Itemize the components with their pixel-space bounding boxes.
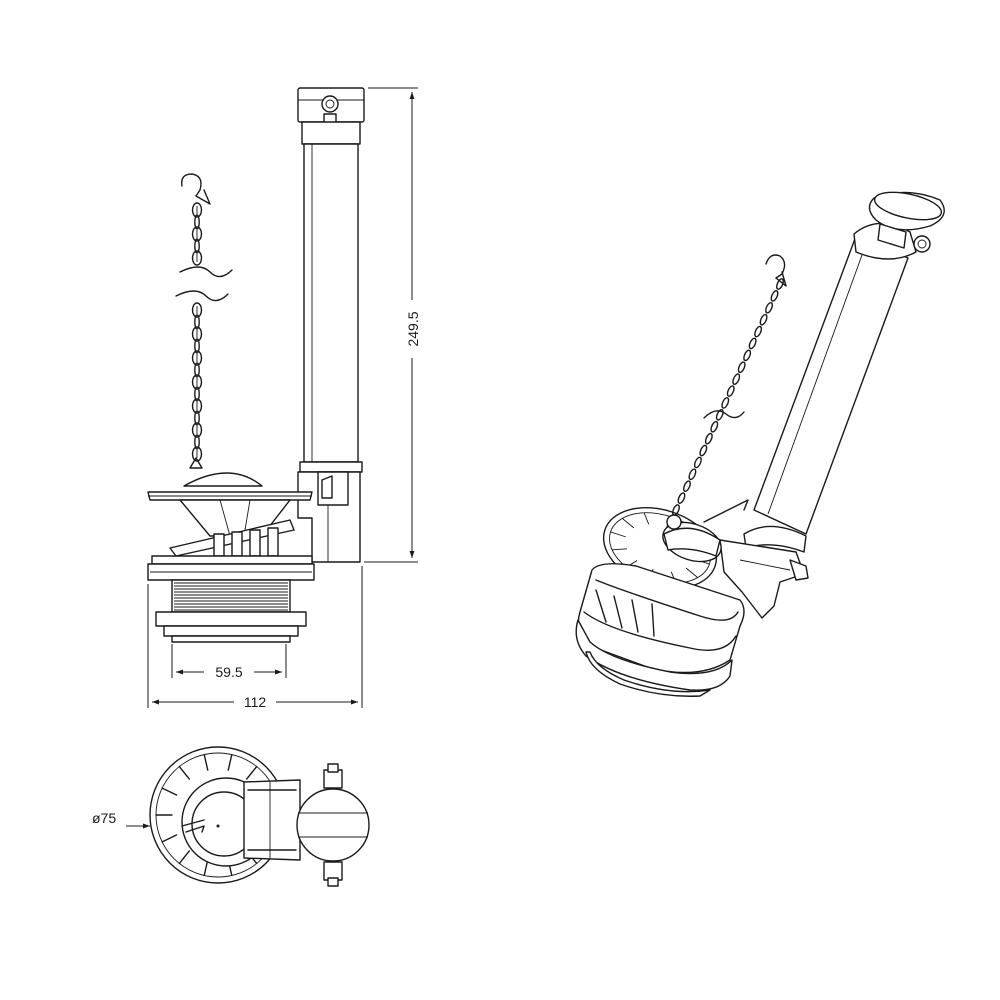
outlet-width-dimension: 59.5 bbox=[171, 644, 287, 680]
lock-nut bbox=[155, 611, 307, 643]
iso-bracket bbox=[703, 499, 809, 619]
iso-chain bbox=[672, 254, 787, 516]
outlet-width-label: 59.5 bbox=[215, 664, 242, 680]
valve-flange bbox=[147, 555, 315, 581]
iso-overflow-tube bbox=[743, 191, 945, 553]
overall-width-dimension: 112 bbox=[147, 566, 363, 710]
front-elevation-view: 249.5 59.5 112 bbox=[147, 87, 421, 710]
tube-cap-plan bbox=[296, 788, 370, 862]
iso-valve-body bbox=[575, 563, 745, 697]
flapper bbox=[147, 472, 313, 557]
overflow-tube bbox=[297, 87, 365, 473]
height-dimension-label: 249.5 bbox=[405, 311, 421, 346]
isometric-view bbox=[575, 191, 945, 697]
height-dimension: 249.5 bbox=[364, 87, 421, 563]
threaded-shank bbox=[171, 579, 291, 613]
overall-width-label: 112 bbox=[244, 694, 267, 710]
diameter-label: ø75 bbox=[92, 810, 116, 826]
top-plan-view: ø75 bbox=[92, 746, 370, 887]
bracket-housing bbox=[297, 471, 361, 563]
chain bbox=[175, 173, 233, 469]
